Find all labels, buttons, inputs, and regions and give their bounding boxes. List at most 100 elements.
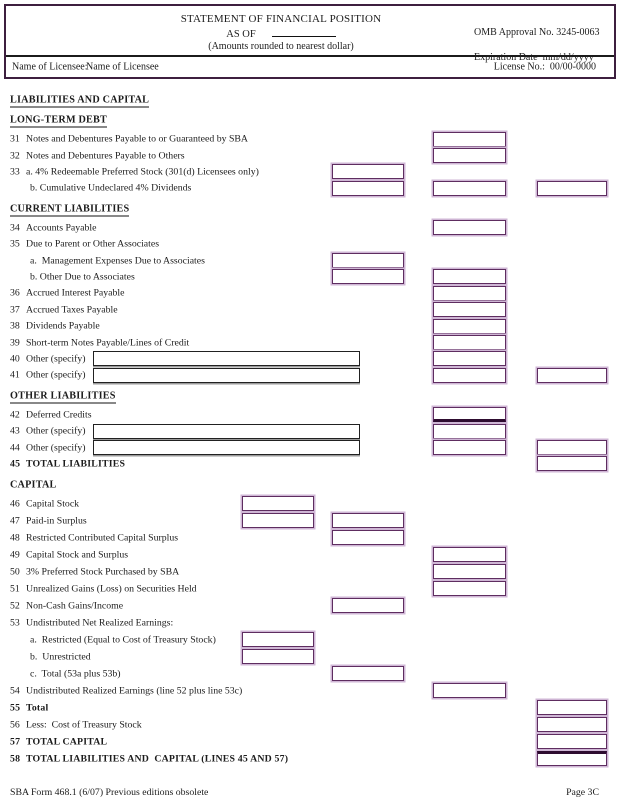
form-row-58: 58 TOTAL LIABILITIES AND CAPITAL (LINES 4… — [0, 750, 624, 767]
amount-input-col2[interactable] — [433, 547, 506, 563]
amount-input-col2[interactable] — [433, 148, 506, 164]
amount-input-col2[interactable] — [433, 423, 506, 439]
row-number: 36 — [10, 287, 20, 299]
as-of-blank-line — [271, 27, 336, 37]
amount-input-col3[interactable] — [537, 456, 607, 472]
row-label: Unrealized Gains (Loss) on Securities He… — [26, 583, 197, 595]
amount-input-col2[interactable] — [433, 367, 506, 383]
amount-input-col3[interactable] — [537, 180, 607, 196]
amount-input-col1[interactable] — [332, 253, 404, 269]
amount-input-col2[interactable] — [433, 683, 506, 699]
amount-input-col3[interactable] — [537, 440, 607, 456]
row-label: Short-term Notes Payable/Lines of Credit — [26, 337, 190, 349]
amount-input-col1[interactable] — [332, 666, 404, 682]
row-number: 34 — [10, 222, 20, 234]
header-box: STATEMENT OF FINANCIAL POSITION AS OF (A… — [4, 4, 616, 79]
amount-input-col2[interactable] — [433, 131, 506, 147]
amount-input-col2[interactable] — [433, 180, 506, 196]
amount-input-col1[interactable] — [332, 180, 404, 196]
form-row-45: 45 TOTAL LIABILITIES — [0, 456, 624, 472]
row-number: 45 — [10, 458, 21, 470]
amount-input-col2[interactable] — [433, 318, 506, 334]
amount-input-col2[interactable] — [433, 269, 506, 285]
row-number: 49 — [10, 549, 20, 561]
row-number: 39 — [10, 337, 20, 349]
amount-input-col3[interactable] — [537, 700, 607, 716]
page-title: STATEMENT OF FINANCIAL POSITION — [180, 13, 382, 25]
row-label: Capital Stock — [26, 498, 80, 510]
specify-input[interactable] — [93, 367, 360, 383]
specify-input[interactable] — [93, 351, 360, 367]
amount-input-colA[interactable] — [242, 649, 314, 665]
row-label: TOTAL LIABILITIES AND CAPITAL (LINES 45 … — [26, 753, 289, 765]
section-heading-capital: CAPITAL — [10, 479, 57, 491]
amount-input-col2[interactable] — [433, 285, 506, 301]
row-number: 47 — [10, 515, 20, 527]
amount-input-colA[interactable] — [242, 513, 314, 529]
header-title-block: STATEMENT OF FINANCIAL POSITION AS OF (A… — [156, 6, 406, 52]
row-number: 58 — [10, 753, 21, 765]
amount-input-col1[interactable] — [332, 164, 404, 180]
amounts-note: (Amounts rounded to nearest dollar) — [208, 41, 354, 52]
row-number: 52 — [10, 600, 20, 612]
amount-input-col2[interactable] — [433, 564, 506, 580]
amount-input-col2[interactable] — [433, 351, 506, 367]
row-label: b. Other Due to Associates — [30, 271, 135, 283]
form-row-49: 49 Capital Stock and Surplus — [0, 546, 624, 563]
amount-input-col2[interactable] — [433, 335, 506, 351]
section-heading-row: CAPITAL — [0, 475, 624, 495]
row-label: b. Unrestricted — [30, 651, 91, 663]
amount-input-colA[interactable] — [242, 632, 314, 648]
row-number: 32 — [10, 150, 20, 162]
amount-input-col2[interactable] — [433, 440, 506, 456]
specify-input[interactable] — [93, 423, 360, 439]
form-row-42: 42 Deferred Credits — [0, 407, 624, 423]
row-label: Other (specify) — [26, 425, 86, 437]
row-number: 33 — [10, 166, 20, 178]
amount-input-col1[interactable] — [332, 269, 404, 285]
amount-input-col3[interactable] — [537, 367, 607, 383]
row-label: Accrued Interest Payable — [26, 287, 125, 299]
amount-input-col1[interactable] — [332, 530, 404, 546]
section-heading-long-term-debt: LONG-TERM DEBT — [10, 114, 108, 128]
amount-input-col3[interactable] — [537, 751, 607, 767]
amount-input-col2[interactable] — [433, 581, 506, 597]
form-row-sub-31: a. Restricted (Equal to Cost of Treasury… — [0, 631, 624, 648]
form-row-sub-33: c. Total (53a plus 53b) — [0, 665, 624, 682]
row-label: Deferred Credits — [26, 409, 92, 421]
row-number: 42 — [10, 409, 20, 421]
amount-input-col3[interactable] — [537, 717, 607, 733]
row-number: 46 — [10, 498, 20, 510]
form-row-sub-10: b. Other Due to Associates — [0, 269, 624, 285]
specify-input[interactable] — [93, 440, 360, 456]
row-label: Less: Cost of Treasury Stock — [26, 719, 142, 731]
row-label: TOTAL LIABILITIES — [26, 458, 126, 470]
row-number: 57 — [10, 736, 21, 748]
row-number: 37 — [10, 304, 20, 316]
row-label: Other (specify) — [26, 369, 86, 381]
amount-input-col2[interactable] — [433, 220, 506, 236]
amount-input-col2[interactable] — [433, 302, 506, 318]
amount-input-col1[interactable] — [332, 598, 404, 614]
row-label: c. Total (53a plus 53b) — [30, 668, 121, 680]
amount-input-col2[interactable] — [433, 407, 506, 423]
section-heading-other-liabilities: OTHER LIABILITIES — [10, 390, 116, 404]
section-heading-liabilities-and-capital: LIABILITIES AND CAPITAL — [10, 94, 150, 108]
row-label: Capital Stock and Surplus — [26, 549, 129, 561]
row-label: a. Management Expenses Due to Associates — [30, 255, 205, 267]
amount-input-col3[interactable] — [537, 734, 607, 750]
amount-input-colA[interactable] — [242, 496, 314, 512]
amount-input-col1[interactable] — [332, 513, 404, 529]
license-number: License No.: 00/00-0000 — [493, 61, 596, 73]
